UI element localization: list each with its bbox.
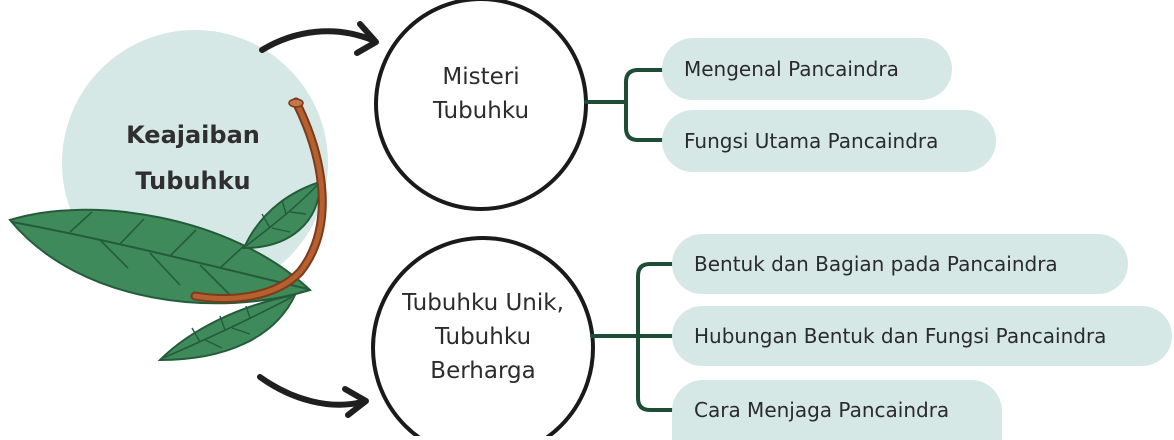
topic2-line: Tubuhku Unik,: [402, 290, 564, 316]
subtopic-label: Cara Menjaga Pancaindra: [694, 398, 950, 422]
connector-topic1: [584, 68, 678, 142]
arrow-to-topic2: [257, 374, 369, 418]
subtopic-label: Bentuk dan Bagian pada Pancaindra: [694, 252, 1058, 276]
subtopic-label: Fungsi Utama Pancaindra: [684, 129, 939, 153]
topic1-line: Misteri: [442, 64, 520, 90]
topic1-line: Tubuhku: [432, 98, 530, 124]
topic2-label: Tubuhku Unik, Tubuhku Berharga: [383, 286, 583, 388]
subtopic-pill: Cara Menjaga Pancaindra: [672, 380, 1002, 440]
subtopic-pill: Mengenal Pancaindra: [662, 38, 952, 100]
topic1-label: Misteri Tubuhku: [391, 60, 571, 128]
topic2-circle: [371, 236, 595, 436]
topic2-line: Tubuhku: [434, 324, 532, 350]
topic2-line: Berharga: [430, 358, 536, 384]
leaf-large: [8, 208, 312, 305]
leaf-lower: [157, 293, 297, 362]
main-topic: Keajaiban Tubuhku: [88, 112, 298, 204]
main-topic-line2: Tubuhku: [135, 167, 251, 195]
subtopic-label: Mengenal Pancaindra: [684, 57, 899, 81]
arrow-to-topic1: [259, 21, 379, 56]
subtopic-pill: Hubungan Bentuk dan Fungsi Pancaindra: [672, 306, 1172, 366]
subtopic-pill: Bentuk dan Bagian pada Pancaindra: [672, 234, 1128, 294]
subtopic-pill: Fungsi Utama Pancaindra: [662, 110, 996, 172]
stem-tip: [288, 98, 304, 108]
main-topic-line1: Keajaiban: [126, 121, 260, 149]
subtopic-label: Hubungan Bentuk dan Fungsi Pancaindra: [694, 324, 1107, 348]
